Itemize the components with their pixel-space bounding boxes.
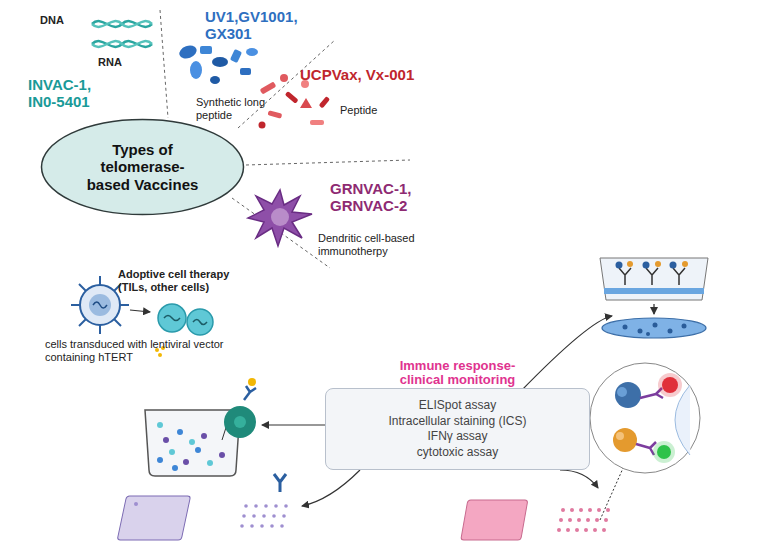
category-label: Synthetic long peptide (196, 96, 284, 121)
monitoring-box: Immune response- clinical monitoringELIS… (325, 388, 590, 470)
transduced-cells (158, 304, 213, 335)
category-label: Peptide (340, 104, 400, 117)
node-title: Types of telomerase-based Vaccines (83, 141, 203, 193)
molecule-label: RNA (98, 56, 138, 69)
caption-note: cells transduced with lentiviral vector … (45, 338, 255, 363)
vaccine-names: GRNVAC-1, GRNVAC-2 (330, 180, 420, 215)
peptide-fragments (177, 43, 258, 84)
plate-wells-left (240, 504, 288, 528)
vaccine-names: UCPVax, Vx-001 (300, 66, 430, 83)
assay-plate (117, 474, 286, 540)
vaccine-names: INVAC-1, IN0-5401 (28, 76, 106, 111)
assay-item: ELISpot assay (326, 398, 589, 414)
dna-helix (92, 21, 152, 47)
culture-well (145, 378, 256, 476)
elispot-illustration (600, 258, 708, 338)
assay-item: cytotoxic assay (326, 445, 589, 461)
assay-item: IFNγ assay (326, 429, 589, 445)
vaccine-names: UV1,GV1001, GX301 (205, 8, 313, 43)
category-label: Adoptive cell therapy (TILs, other cells… (118, 268, 243, 293)
category-ellipse: Types of telomerase-based Vaccines (40, 118, 245, 216)
box-heading: Immune response- clinical monitoring (388, 359, 528, 388)
dendritic-cell (248, 190, 312, 246)
monitoring-arrows (262, 316, 612, 506)
molecule-label: DNA (40, 14, 80, 27)
assay-item: Intracellular staining (ICS) (326, 414, 589, 430)
transduction-arrow (130, 310, 150, 312)
category-label: Dendritic cell-based immunotherpy (318, 232, 426, 257)
